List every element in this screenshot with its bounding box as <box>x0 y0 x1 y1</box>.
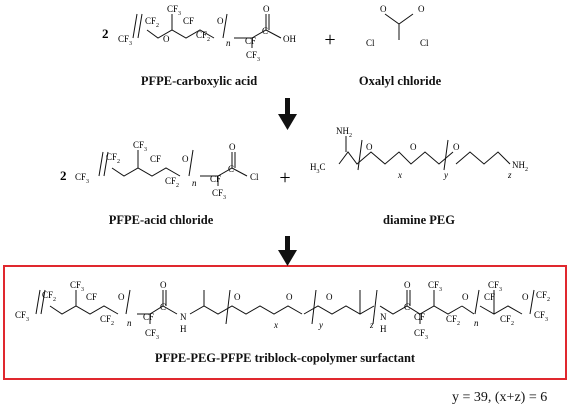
atom-label: C <box>160 302 166 312</box>
atom-label: Cl <box>250 172 259 182</box>
atom-label: CF <box>86 292 97 302</box>
atom-label: H3C <box>310 162 326 175</box>
atom-label: O <box>118 292 125 302</box>
atom-label: CF3 <box>246 50 260 63</box>
atom-label: CF <box>414 312 425 322</box>
atom-label: CF3 <box>118 34 132 47</box>
atom-label: CF2 <box>100 314 114 327</box>
atom-label: O <box>163 34 170 44</box>
atom-label: O <box>234 292 241 302</box>
atom-label: CF2 <box>500 314 514 327</box>
atom-label: O <box>217 16 224 26</box>
atom-label: CF2 <box>145 16 159 29</box>
atom-label: O <box>229 142 236 152</box>
atom-label: CF2 <box>42 290 56 303</box>
repeat-index: n <box>226 38 231 48</box>
repeat-index: y <box>443 170 448 180</box>
atom-label: O <box>418 4 425 14</box>
atom-label: O <box>380 4 387 14</box>
atom-label: CF3 <box>212 188 226 201</box>
bracket-right <box>222 13 228 39</box>
atom-label: O <box>286 292 293 302</box>
label-oxalyl-chloride: Oxalyl chloride <box>358 74 442 88</box>
atom-label: N <box>380 312 387 322</box>
atom-label: CF <box>150 154 161 164</box>
label-triblock-surfactant: PFPE-PEG-PFPE triblock-copolymer surfact… <box>154 351 416 365</box>
atom-label: CF3 <box>534 310 548 323</box>
atom-label: CF2 <box>536 290 550 303</box>
atom-label: C <box>262 26 268 36</box>
atom-label: CF <box>484 292 495 302</box>
atom-label: CF <box>143 312 154 322</box>
label-pfpe-acid-chloride: PFPE-acid chloride <box>108 213 214 227</box>
plus-sign: + <box>279 167 290 189</box>
label-diamine-peg: diamine PEG <box>383 213 455 227</box>
atom-label: CF <box>245 36 256 46</box>
repeat-index: n <box>192 178 197 188</box>
atom-label: H <box>180 324 187 334</box>
atom-label: CF3 <box>428 280 442 293</box>
atom-label: Cl <box>420 38 429 48</box>
atom-label: NH2 <box>336 126 352 139</box>
atom-label: CF2 <box>106 152 120 165</box>
bracket-left <box>132 13 143 39</box>
atom-label: CF3 <box>15 310 29 323</box>
atom-label: O <box>326 292 333 302</box>
atom-label: NH2 <box>512 160 528 173</box>
atom-label: Cl <box>366 38 375 48</box>
atom-label: O <box>462 292 469 302</box>
atom-label: CF2 <box>196 30 210 43</box>
atom-label: CF <box>183 16 194 26</box>
atom-label: O <box>453 142 460 152</box>
label-pfpe-carboxylic-acid: PFPE-carboxylic acid <box>140 74 258 88</box>
atom-label: H <box>380 324 387 334</box>
atom-label: O <box>522 292 529 302</box>
reaction-arrow-2 <box>278 236 297 266</box>
atom-label: CF3 <box>167 4 181 17</box>
atom-label: O <box>410 142 417 152</box>
atom-label: CF3 <box>75 172 89 185</box>
repeat-index: n <box>127 318 132 328</box>
atom-label: O <box>366 142 373 152</box>
repeat-index: z <box>369 320 374 330</box>
product-highlight-box <box>3 265 567 380</box>
atom-label: CF <box>210 174 221 184</box>
repeat-index: y <box>318 320 323 330</box>
stoich-coefficient: 2 <box>60 168 67 183</box>
repeat-index: z <box>507 170 512 180</box>
reaction-arrow-1 <box>278 98 297 130</box>
atom-label: CF2 <box>446 314 460 327</box>
plus-sign: + <box>324 29 335 51</box>
atom-label: CF3 <box>488 280 502 293</box>
atom-label: CF2 <box>165 176 179 189</box>
atom-label: N <box>180 312 187 322</box>
atom-label: CF3 <box>133 140 147 153</box>
atom-label: O <box>182 154 189 164</box>
atom-label: O <box>160 280 167 290</box>
repeat-index: n <box>474 318 479 328</box>
repeat-index: x <box>397 170 402 180</box>
atom-label: C <box>228 164 234 174</box>
atom-label: CF3 <box>414 328 428 341</box>
stoich-coefficient: 2 <box>102 26 109 41</box>
atom-label: CF3 <box>70 280 84 293</box>
atom-label: O <box>263 4 270 14</box>
condition-note: y = 39, (x+z) = 6 <box>452 390 548 405</box>
atom-label: O <box>404 280 411 290</box>
atom-label: C <box>404 302 410 312</box>
atom-label: OH <box>283 34 296 44</box>
repeat-index: x <box>273 320 278 330</box>
atom-label: CF3 <box>145 328 159 341</box>
